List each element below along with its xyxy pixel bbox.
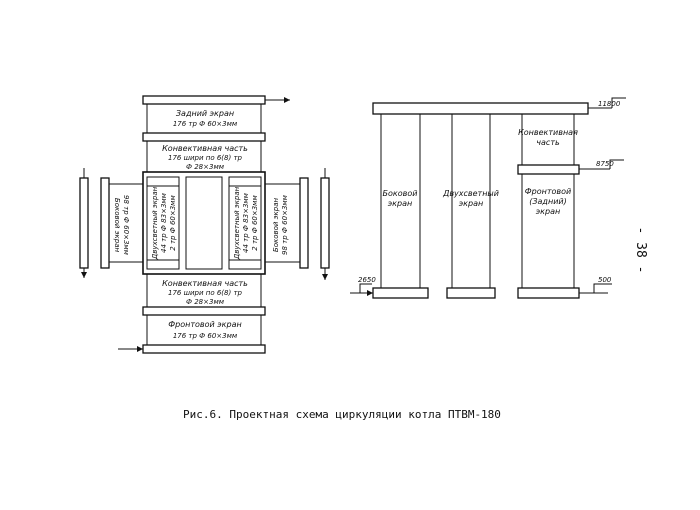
inner-right-tubes-2: 2 тр Ф 60×3мм — [251, 195, 259, 251]
left-side-screen: Боковой экран 98 тр Ф 60×3мм — [79, 168, 143, 278]
top-convective-sections: 176 шири по 6(8) тр — [168, 154, 243, 162]
rear-screen-tubes: 176 тр Ф 60×3мм — [173, 120, 238, 128]
left-side-inlet-arrow — [81, 272, 87, 278]
inner-left-screen-frame — [146, 176, 180, 270]
right-side-header-inner — [299, 177, 309, 269]
elevation-mid: 8750 — [596, 160, 614, 168]
rear-screen-title: Задний экран — [176, 109, 234, 118]
bottom-convective-tubes: Ф 28×3мм — [186, 298, 225, 306]
front-screen-label-3: экран — [536, 207, 560, 216]
front-screen-label-1: Фронтовой — [525, 187, 571, 196]
inner-left-tubes-1: 44 тр Ф 83×3мм — [160, 192, 168, 253]
top-convective-part: Конвективная часть 176 шири по 6(8) тр Ф… — [146, 141, 262, 172]
left-side-header-inner — [100, 177, 110, 269]
left-side-title: Боковой экран — [113, 198, 121, 253]
top-convective-tubes: Ф 28×3мм — [186, 163, 225, 171]
rear-screen-header-top — [142, 95, 266, 105]
rear-screen-header-bottom — [142, 132, 266, 142]
bottom-right-elevation-shelf — [593, 283, 612, 293]
top-elevation-shelf — [611, 97, 626, 108]
front-screen-header-top — [142, 306, 266, 316]
rear-screen-outlet-arrow — [284, 97, 290, 103]
mid-header — [517, 164, 580, 175]
front-screen-header-bottom — [142, 344, 266, 354]
bottom-convective-sections: 176 шири по 6(8) тр — [168, 289, 243, 297]
left-side-header-outer — [79, 177, 89, 269]
double-light-label-1: Двухсветный — [442, 189, 499, 198]
furnace-center-chamber — [185, 176, 223, 270]
right-side-title: Боковой экран — [272, 198, 280, 253]
bottom-header-front — [517, 287, 580, 299]
inner-left-title: Двухсветный экран — [151, 186, 159, 260]
convective-label-1: Конвективная — [518, 128, 578, 137]
inner-right-title: Двухсветный экран — [233, 186, 241, 260]
left-side-tubes: 98 тр Ф 60×3мм — [122, 195, 130, 256]
furnace-plan: Двухсветный экран 44 тр Ф 83×3мм 2 тр Ф … — [142, 171, 266, 275]
inner-right-tubes-1: 44 тр Ф 83×3мм — [242, 192, 250, 253]
right-side-outlet-arrow — [322, 274, 328, 280]
mid-elevation-shelf — [609, 159, 624, 169]
bottom-header-double-light — [446, 287, 496, 299]
front-screen-tubes: 176 тр Ф 60×3мм — [173, 332, 238, 340]
front-screen-label-2: (Задний) — [529, 197, 566, 206]
inner-left-tubes-2: 2 тр Ф 60×3мм — [169, 195, 177, 251]
convective-label-2: часть — [536, 138, 560, 147]
right-scheme: 11800 Боковой экран Двухсветный экран Ко… — [350, 97, 626, 299]
double-light-label-2: экран — [459, 199, 483, 208]
elevation-bottom-right: 500 — [598, 276, 612, 284]
right-side-header-outer — [320, 177, 330, 269]
inner-right-screen-frame — [228, 176, 262, 270]
front-screen-inlet-arrow — [137, 346, 143, 352]
bottom-convective-part: Конвективная часть 176 шири по 6(8) тр Ф… — [146, 274, 262, 307]
bottom-left-inlet-arrow — [367, 290, 373, 296]
side-screen-label-1: Боковой — [383, 189, 418, 198]
side-screen-label-2: экран — [388, 199, 412, 208]
right-side-tubes: 98 тр Ф 60×3мм — [281, 194, 289, 255]
bottom-convective-title: Конвективная часть — [162, 279, 248, 288]
furnace-outer-frame — [142, 171, 266, 275]
bottom-header-side — [372, 287, 429, 299]
front-screen-title: Фронтовой экран — [168, 320, 241, 329]
right-side-screen: Боковой экран 98 тр Ф 60×3мм — [265, 168, 330, 280]
front-screen: Фронтовой экран 176 тр Ф 60×3мм — [118, 306, 266, 354]
left-scheme: Задний экран 176 тр Ф 60×3мм Конвективна… — [79, 95, 330, 354]
elevation-bottom-left: 2650 — [358, 276, 376, 284]
figure-caption: Рис.6. Проектная схема циркуляции котла … — [183, 408, 501, 421]
page-number: - 38 - — [633, 227, 648, 274]
top-convective-title: Конвективная часть — [162, 144, 248, 153]
bottom-left-elevation-shelf — [359, 283, 372, 293]
elevation-top: 11800 — [598, 100, 621, 108]
top-header-drum — [372, 102, 589, 115]
rear-screen: Задний экран 176 тр Ф 60×3мм — [142, 95, 290, 142]
